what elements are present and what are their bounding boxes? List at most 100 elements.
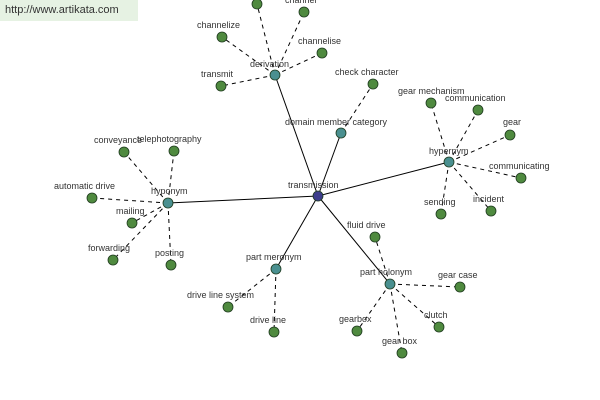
node-label-transmit: transmit bbox=[201, 69, 234, 79]
node-dot-channelize[interactable] bbox=[216, 31, 228, 43]
node-gear-box[interactable]: gear box bbox=[382, 336, 418, 359]
edge-derivation-to-channel bbox=[274, 11, 305, 76]
node-dot-part-holonym[interactable] bbox=[384, 278, 396, 290]
node-domain-member-category[interactable]: domain member category bbox=[285, 117, 388, 139]
node-dot-telephotography[interactable] bbox=[168, 145, 180, 157]
node-label-gear-case: gear case bbox=[438, 270, 478, 280]
node-label-derivation: derivation bbox=[250, 59, 289, 69]
node-dot-drive-line-system[interactable] bbox=[222, 301, 234, 313]
node-dot-domain-member-category[interactable] bbox=[335, 127, 347, 139]
node-label-conveyance: conveyance bbox=[94, 135, 142, 145]
node-part-meronym[interactable]: part meronym bbox=[246, 252, 302, 275]
node-label-channelise: channelise bbox=[298, 36, 341, 46]
node-check-character[interactable]: check character bbox=[335, 67, 399, 90]
node-label-hypernym: hypernym bbox=[429, 146, 469, 156]
node-channelise[interactable]: channelise bbox=[298, 36, 341, 59]
node-incident[interactable]: incident bbox=[473, 194, 505, 217]
node-transmit[interactable]: transmit bbox=[201, 69, 234, 92]
node-fluid-drive[interactable]: fluid drive bbox=[347, 220, 386, 243]
node-dot-gear-case[interactable] bbox=[454, 281, 466, 293]
edge-part-holonym-to-clutch bbox=[389, 283, 440, 328]
node-gearbox[interactable]: gearbox bbox=[339, 314, 372, 337]
node-part-holonym[interactable]: part holonym bbox=[360, 267, 412, 290]
node-dot-drive-line[interactable] bbox=[268, 326, 280, 338]
node-communication[interactable]: communication bbox=[445, 93, 506, 116]
node-label-drive-line: drive line bbox=[250, 315, 286, 325]
node-dot-posting[interactable] bbox=[165, 259, 177, 271]
node-mailing[interactable]: mailing bbox=[116, 206, 145, 229]
node-label-mailing: mailing bbox=[116, 206, 145, 216]
node-label-clutch: clutch bbox=[424, 310, 448, 320]
node-gear-mechanism[interactable]: gear mechanism bbox=[398, 86, 465, 109]
node-label-incident: incident bbox=[473, 194, 505, 204]
edge-hyponym-to-automatic-drive bbox=[91, 197, 169, 204]
node-dot-channelise[interactable] bbox=[316, 47, 328, 59]
node-dot-automatic-drive[interactable] bbox=[86, 192, 98, 204]
node-transmission[interactable]: transmission bbox=[288, 180, 339, 202]
watermark-url: http://www.artikata.com bbox=[0, 0, 138, 21]
node-clutch[interactable]: clutch bbox=[424, 310, 448, 333]
node-hyponym[interactable]: hyponym bbox=[151, 186, 188, 209]
node-label-fluid-drive: fluid drive bbox=[347, 220, 386, 230]
node-drive-line-system[interactable]: drive line system bbox=[187, 290, 254, 313]
node-dot-gearbox[interactable] bbox=[351, 325, 363, 337]
node-gear[interactable]: gear bbox=[503, 117, 521, 141]
edge-hypernym-to-communication bbox=[448, 109, 479, 163]
node-dot-gear-mechanism[interactable] bbox=[425, 97, 437, 109]
node-dot-part-meronym[interactable] bbox=[270, 263, 282, 275]
edge-part-holonym-to-gearbox bbox=[356, 283, 391, 332]
node-channelize[interactable]: channelize bbox=[197, 20, 240, 43]
node-channel[interactable]: channel bbox=[285, 0, 317, 18]
node-communicating[interactable]: communicating bbox=[489, 161, 550, 184]
node-label-part-holonym: part holonym bbox=[360, 267, 412, 277]
node-telephotography[interactable]: telephotography bbox=[137, 134, 202, 157]
edge-part-meronym-to-drive-line-system bbox=[227, 268, 277, 308]
node-label-telephotography: telephotography bbox=[137, 134, 202, 144]
node-label-gear-mechanism: gear mechanism bbox=[398, 86, 465, 96]
edge-transmission-to-hyponym bbox=[167, 195, 319, 204]
node-dot-forwarding[interactable] bbox=[107, 254, 119, 266]
node-dot-mailing[interactable] bbox=[126, 217, 138, 229]
edge-hypernym-to-gear bbox=[448, 134, 511, 163]
node-gear-case[interactable]: gear case bbox=[438, 270, 478, 293]
node-dot-d-top[interactable] bbox=[251, 0, 263, 10]
node-derivation[interactable]: derivation bbox=[250, 59, 289, 81]
node-label-communication: communication bbox=[445, 93, 506, 103]
node-posting[interactable]: posting bbox=[155, 248, 184, 271]
edge-hypernym-to-gear-mechanism bbox=[430, 102, 450, 163]
node-label-channel: channel bbox=[285, 0, 317, 5]
node-dot-hyponym[interactable] bbox=[162, 197, 174, 209]
edge-derivation-to-channelise bbox=[274, 52, 323, 76]
edge-hyponym-to-conveyance bbox=[123, 151, 169, 204]
node-dot-conveyance[interactable] bbox=[118, 146, 130, 158]
node-d-top[interactable] bbox=[251, 0, 263, 10]
node-dot-transmit[interactable] bbox=[215, 80, 227, 92]
node-dot-communication[interactable] bbox=[472, 104, 484, 116]
node-label-gearbox: gearbox bbox=[339, 314, 372, 324]
node-forwarding[interactable]: forwarding bbox=[88, 243, 130, 266]
node-dot-transmission[interactable] bbox=[312, 190, 324, 202]
node-dot-hypernym[interactable] bbox=[443, 156, 455, 168]
node-dot-clutch[interactable] bbox=[433, 321, 445, 333]
edge-part-holonym-to-fluid-drive bbox=[374, 236, 391, 285]
edge-transmission-to-part-holonym bbox=[317, 195, 391, 285]
node-hypernym[interactable]: hypernym bbox=[429, 146, 469, 168]
node-dot-incident[interactable] bbox=[485, 205, 497, 217]
edge-hyponym-to-telephotography bbox=[167, 150, 175, 204]
node-label-gear: gear bbox=[503, 117, 521, 127]
node-dot-check-character[interactable] bbox=[367, 78, 379, 90]
node-dot-derivation[interactable] bbox=[269, 69, 281, 81]
node-dot-gear-box[interactable] bbox=[396, 347, 408, 359]
node-dot-sending[interactable] bbox=[435, 208, 447, 220]
edge-transmission-to-domain-member-category bbox=[317, 132, 342, 197]
edge-transmission-to-hypernym bbox=[317, 161, 450, 197]
node-dot-channel[interactable] bbox=[298, 6, 310, 18]
node-dot-fluid-drive[interactable] bbox=[369, 231, 381, 243]
node-automatic-drive[interactable]: automatic drive bbox=[54, 181, 115, 204]
edge-hyponym-to-mailing bbox=[131, 202, 169, 224]
node-drive-line[interactable]: drive line bbox=[250, 315, 286, 338]
node-sending[interactable]: sending bbox=[424, 197, 456, 220]
node-dot-communicating[interactable] bbox=[515, 172, 527, 184]
node-conveyance[interactable]: conveyance bbox=[94, 135, 142, 158]
node-dot-gear[interactable] bbox=[504, 129, 516, 141]
